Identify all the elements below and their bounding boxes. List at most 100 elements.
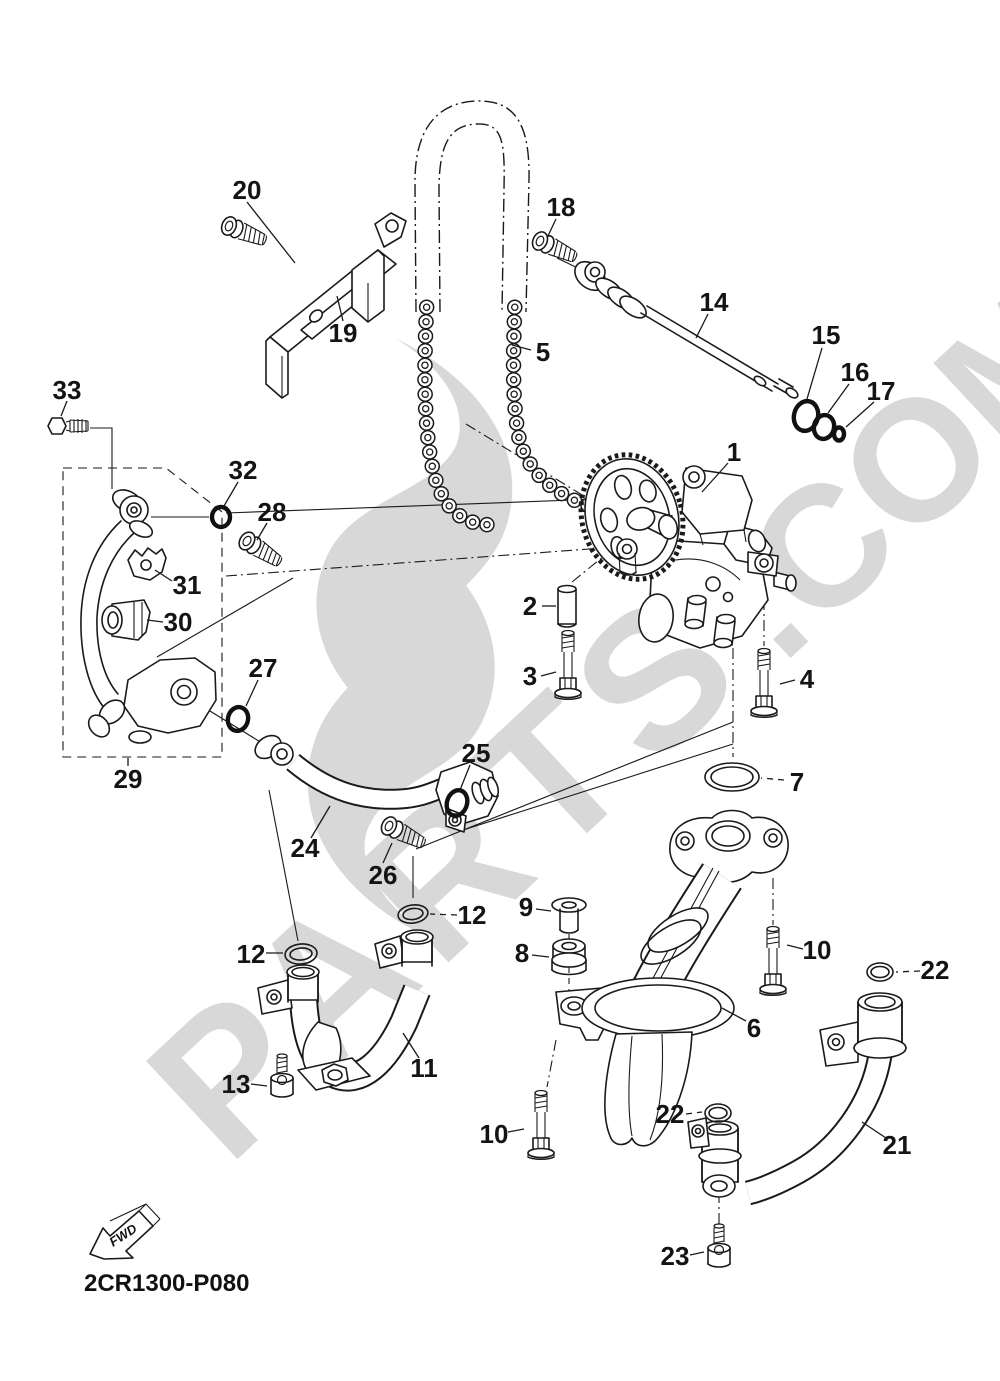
callout-leader-27 xyxy=(245,679,259,707)
callout-leader-6 xyxy=(721,1007,747,1022)
o-ring-7 xyxy=(704,762,760,792)
callout-leader-4 xyxy=(779,679,796,685)
callout-label-15: 15 xyxy=(812,320,841,350)
strainer-bolt-10-lower xyxy=(527,1089,555,1161)
oil-level-gauge xyxy=(574,260,799,399)
o-ring-17 xyxy=(831,425,847,443)
callout-label-12: 12 xyxy=(458,900,487,930)
callout-label-28: 28 xyxy=(258,497,287,527)
callout-leader-28 xyxy=(256,522,268,541)
callout-label-26: 26 xyxy=(369,860,398,890)
callout-leader-33 xyxy=(60,400,68,417)
diagram-code: 2CR1300-P080 xyxy=(84,1270,249,1297)
oil-pipe-21 xyxy=(687,992,907,1206)
callout-label-25: 25 xyxy=(462,738,491,768)
pump-pin xyxy=(557,584,577,628)
o-ring-12-right xyxy=(397,904,429,924)
callout-label-11: 11 xyxy=(410,1053,438,1083)
callout-leader-3 xyxy=(540,671,557,677)
callout-label-3: 3 xyxy=(523,661,537,691)
callout-leader-8 xyxy=(531,954,550,958)
callout-label-32: 32 xyxy=(229,455,258,485)
callout-label-30: 30 xyxy=(164,607,193,637)
callout-leader-15 xyxy=(806,347,823,400)
callout-leader-22 xyxy=(685,1111,703,1115)
callout-leader-31 xyxy=(154,569,173,582)
callout-label-10: 10 xyxy=(480,1119,509,1149)
pipe-screw-23 xyxy=(707,1223,731,1268)
callout-label-23: 23 xyxy=(661,1241,690,1271)
callout-label-19: 19 xyxy=(329,318,358,348)
o-ring-32 xyxy=(209,504,233,530)
watermark-flame-upper xyxy=(316,338,513,736)
callout-leader-22 xyxy=(895,970,921,973)
callout-label-8: 8 xyxy=(515,938,529,968)
clamp-30 xyxy=(101,599,151,641)
callout-label-10: 10 xyxy=(803,935,832,965)
watermark-flame-lower xyxy=(307,534,495,938)
callout-label-12: 12 xyxy=(237,939,266,969)
callout-label-4: 4 xyxy=(800,664,815,694)
callout-label-22: 22 xyxy=(656,1099,685,1129)
callout-leader-19 xyxy=(336,295,344,322)
o-ring-25 xyxy=(444,788,470,818)
callout-label-7: 7 xyxy=(790,767,804,797)
callout-leader-11 xyxy=(402,1032,420,1059)
collar-9 xyxy=(551,897,587,934)
hex-bolt-33 xyxy=(47,417,89,435)
callout-leader-10 xyxy=(786,944,804,950)
callout-label-33: 33 xyxy=(53,375,82,405)
strainer-bolt-10-upper xyxy=(759,925,787,997)
callout-leader-17 xyxy=(845,401,875,428)
o-ring-22-left xyxy=(704,1103,732,1123)
callout-leader-13 xyxy=(250,1083,268,1087)
timing-chain xyxy=(414,100,596,533)
callout-leader-7 xyxy=(760,777,785,781)
callout-label-16: 16 xyxy=(841,357,870,387)
callout-leader-25 xyxy=(459,764,471,791)
callout-leader-30 xyxy=(146,619,164,623)
callout-label-1: 1 xyxy=(727,437,741,467)
chain-guide-bracket xyxy=(265,212,407,399)
callout-label-18: 18 xyxy=(547,192,576,222)
oil-pump-assembly xyxy=(578,452,797,649)
callout-leader-21 xyxy=(861,1121,887,1139)
callout-label-14: 14 xyxy=(700,287,729,317)
callout-leader-1 xyxy=(701,462,729,493)
callout-leader-32 xyxy=(223,481,239,507)
callout-leader-20 xyxy=(246,201,296,264)
clamp-31 xyxy=(127,547,167,581)
chain-links xyxy=(417,299,596,533)
callout-label-2: 2 xyxy=(523,591,537,621)
callout-label-20: 20 xyxy=(233,175,262,205)
callout-label-22: 22 xyxy=(921,955,950,985)
grommet-8 xyxy=(551,938,587,976)
oil-pipe-11 xyxy=(257,929,434,1092)
union-bolt-28 xyxy=(235,528,287,572)
callout-leader-9 xyxy=(535,908,552,912)
callout-leader-24 xyxy=(310,805,331,839)
o-ring-22-right xyxy=(866,962,894,982)
callout-leader-23 xyxy=(689,1251,705,1256)
callout-label-6: 6 xyxy=(747,1013,761,1043)
gauge-screw xyxy=(528,228,581,268)
callout-label-29: 29 xyxy=(114,764,143,794)
callout-leader-10 xyxy=(507,1128,525,1133)
callout-label-21: 21 xyxy=(883,1130,912,1160)
fwd-indicator: FWD xyxy=(89,1203,161,1260)
callout-label-24: 24 xyxy=(291,833,320,863)
o-ring-12-left xyxy=(284,943,318,965)
callout-label-9: 9 xyxy=(519,892,533,922)
callout-leader-5 xyxy=(511,344,532,351)
oil-pipe-group-29 xyxy=(47,417,233,744)
callout-label-17: 17 xyxy=(867,376,896,406)
callout-leader-18 xyxy=(546,218,557,239)
oil-strainer xyxy=(555,809,789,1147)
callout-leader-12 xyxy=(429,913,458,916)
callout-label-5: 5 xyxy=(536,337,550,367)
callout-leader-16 xyxy=(827,383,850,414)
callout-label-31: 31 xyxy=(173,570,202,600)
